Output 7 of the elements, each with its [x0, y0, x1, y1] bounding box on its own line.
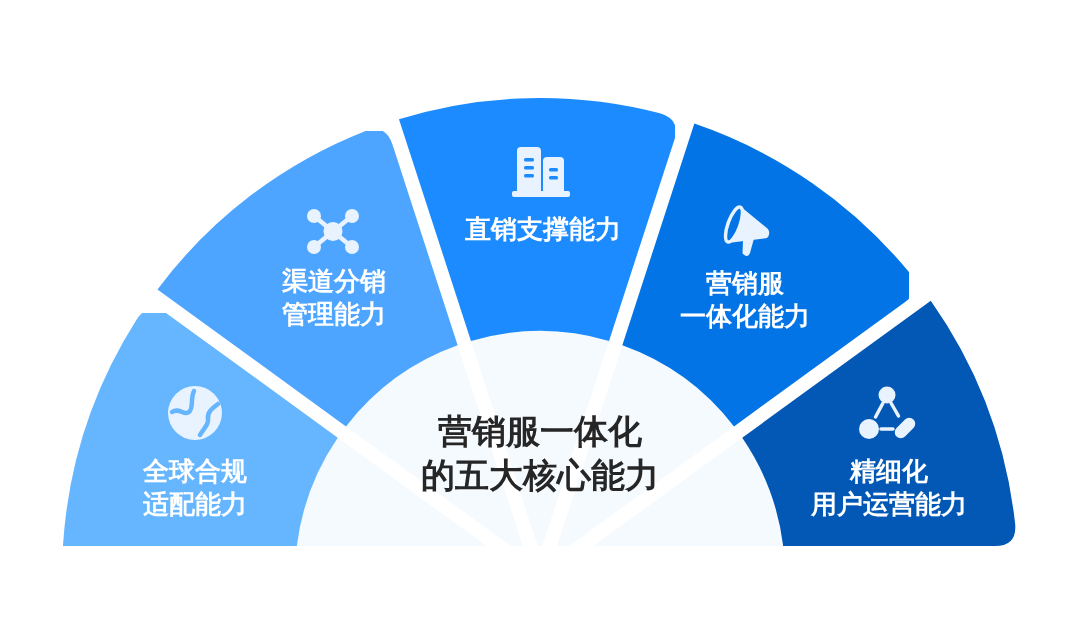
center-title: 营销服一体化的五大核心能力: [420, 410, 660, 497]
segment-label: 营销服一体化能力: [679, 267, 811, 333]
segment-label: 全球合规适配能力: [142, 455, 248, 521]
segment-label: 直销支撑能力: [464, 213, 622, 246]
fan-segment: [398, 98, 675, 341]
segment-label: 渠道分销管理能力: [281, 265, 387, 331]
segment-label: 精细化用户运营能力: [810, 455, 968, 521]
